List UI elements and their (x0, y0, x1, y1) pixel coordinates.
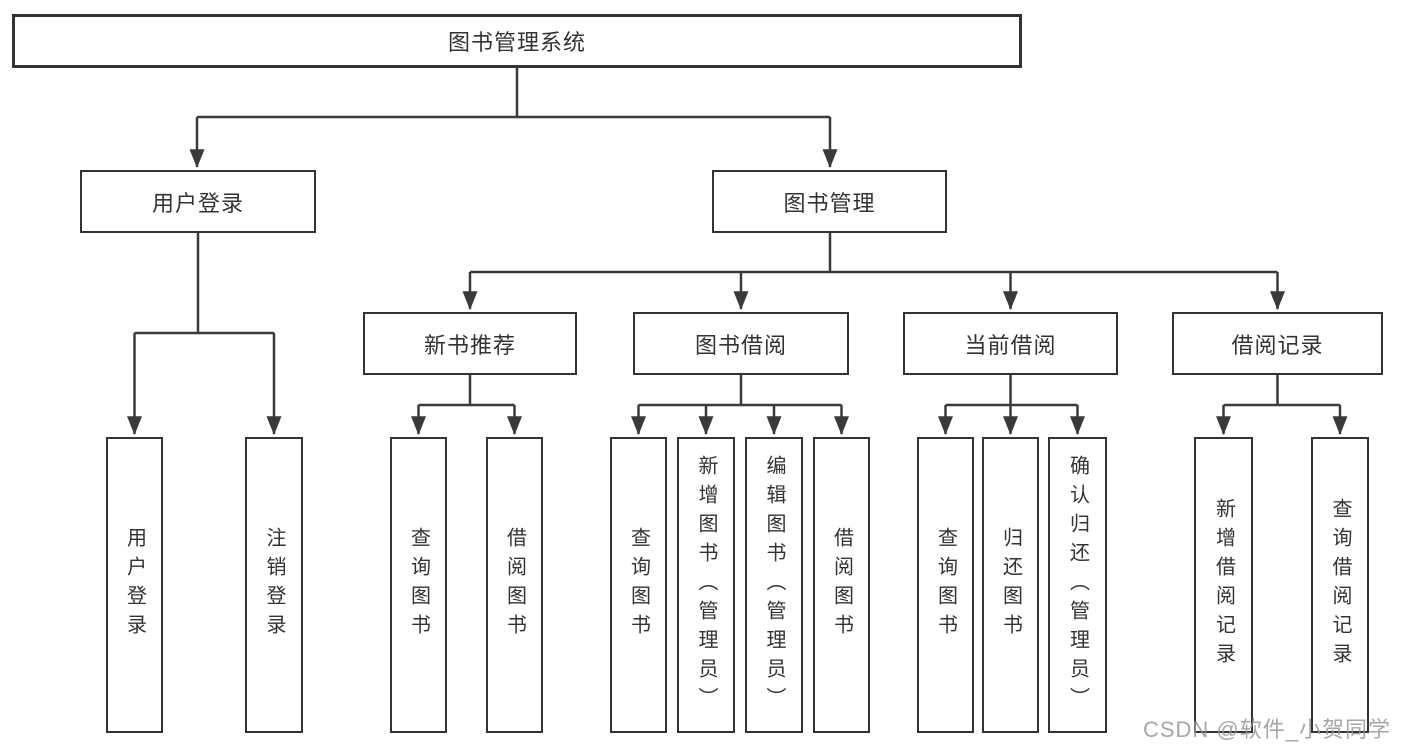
leaf-query-book-borrow: 查询图书 (610, 437, 667, 733)
leaf-confirm-return-admin: 确认归还（管理员） (1048, 437, 1107, 733)
leaf-edit-book-admin: 编辑图书（管理员） (745, 437, 803, 733)
node-current-borrow: 当前借阅 (903, 312, 1118, 375)
leaf-logout: 注销登录 (245, 437, 303, 733)
node-new-book-recommend: 新书推荐 (363, 312, 577, 375)
leaf-add-borrow-record: 新增借阅记录 (1194, 437, 1253, 733)
leaf-query-borrow-record: 查询借阅记录 (1311, 437, 1369, 733)
leaf-borrow-book: 借阅图书 (813, 437, 870, 733)
leaf-query-book-recommend: 查询图书 (390, 437, 447, 733)
leaf-query-book-current: 查询图书 (917, 437, 974, 733)
node-book-management: 图书管理 (712, 170, 947, 233)
leaf-user-login: 用户登录 (106, 437, 163, 733)
watermark: CSDN @软件_小贺同学 (1142, 717, 1391, 742)
leaf-borrow-book-recommend: 借阅图书 (486, 437, 543, 733)
node-root-system: 图书管理系统 (12, 14, 1022, 68)
node-borrow-record: 借阅记录 (1172, 312, 1383, 375)
node-user-login: 用户登录 (80, 170, 316, 233)
node-book-borrow: 图书借阅 (633, 312, 849, 375)
leaf-return-book: 归还图书 (982, 437, 1039, 733)
leaf-add-book-admin: 新增图书（管理员） (677, 437, 735, 733)
